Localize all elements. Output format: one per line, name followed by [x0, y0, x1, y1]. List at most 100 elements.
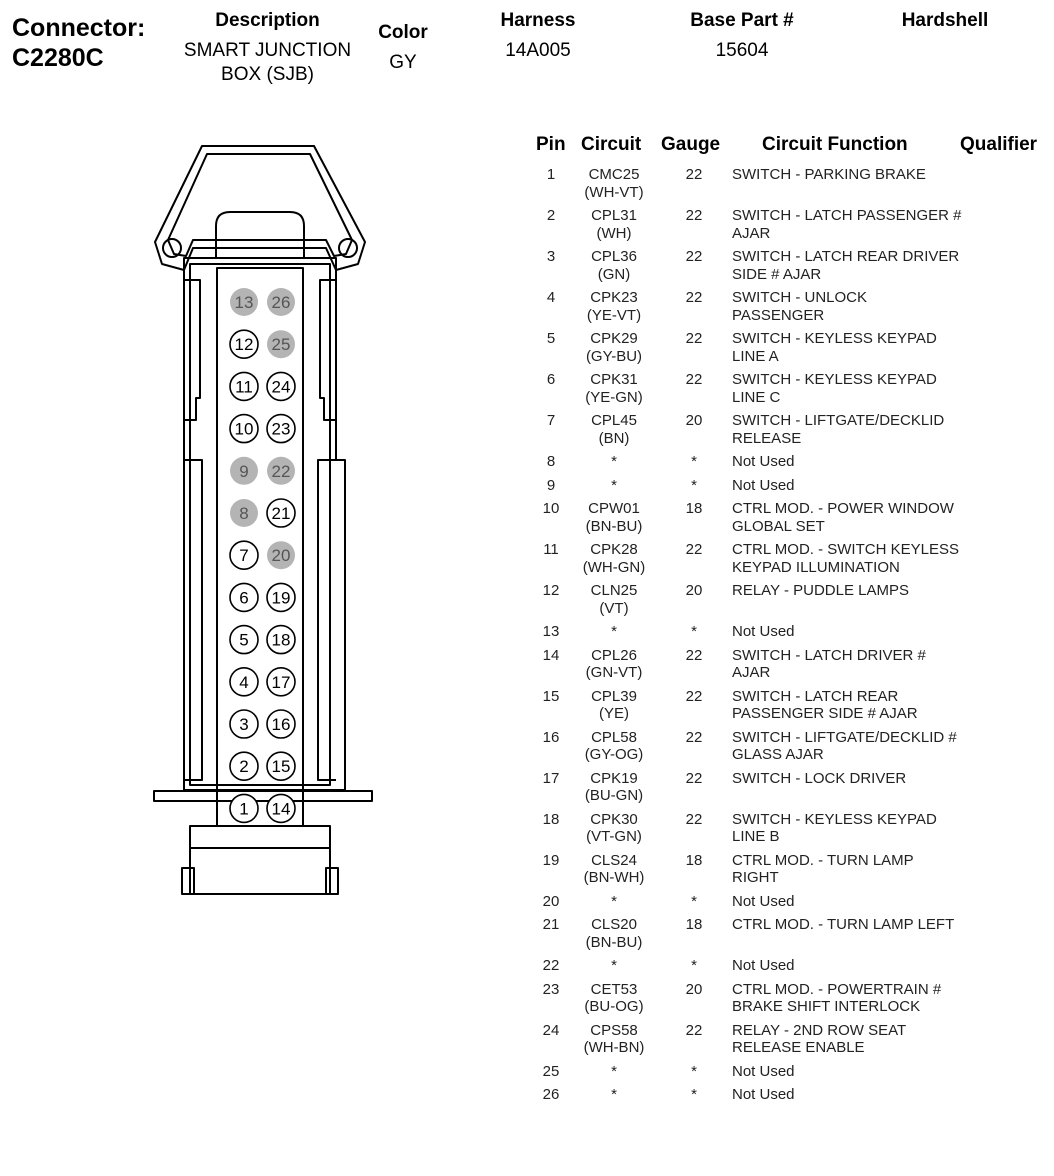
circuit-cell: *	[611, 453, 617, 470]
header-circuit-function: Circuit Function	[762, 134, 908, 155]
color-value: GY	[389, 52, 417, 73]
circuit-cell: *	[611, 1062, 617, 1080]
gauge-cell: 20	[685, 980, 703, 998]
mounting-flange	[153, 790, 373, 802]
pin-3-socket	[229, 709, 259, 739]
pin-cell: 19	[542, 851, 560, 869]
function-cell: CTRL MOD. - POWER WINDOW GLOBAL SET	[732, 500, 954, 535]
circuit-cell: CPL58 (GY-OG)	[584, 728, 644, 764]
circuit-cell: CLS24 (BN-WH)	[583, 851, 645, 887]
pin-17-socket	[266, 666, 296, 697]
pin-cell: 16	[542, 728, 560, 746]
pin-15-label: 15	[272, 757, 291, 776]
gauge-cell: 22	[685, 166, 703, 183]
gauge-cell: *	[691, 957, 697, 974]
pin-22-label: 22	[272, 462, 291, 481]
harness-caption: Harness	[500, 10, 576, 31]
connector-id: C2280C	[12, 44, 104, 72]
pin-cell: 3	[546, 248, 556, 265]
pin-4-socket	[229, 666, 259, 697]
pin-22-socket	[267, 456, 295, 485]
function-cell: CTRL MOD. - SWITCH KEYLESS KEYPAD ILLUMI…	[732, 541, 959, 576]
pin-19-label: 19	[272, 588, 291, 607]
pin-17-label: 17	[272, 673, 291, 692]
gauge-cell: *	[691, 476, 697, 494]
pin-16-socket	[266, 709, 296, 739]
pin-cell: 11	[543, 541, 559, 558]
function-cell: SWITCH - KEYLESS KEYPAD LINE B	[732, 810, 937, 846]
gauge-cell: 22	[685, 207, 703, 224]
circuit-cell: CPL31 (WH)	[591, 207, 637, 242]
function-cell: SWITCH - UNLOCK PASSENGER	[732, 289, 867, 324]
function-cell: Not Used	[732, 1062, 795, 1080]
function-cell: RELAY - 2ND ROW SEAT RELEASE ENABLE	[732, 1021, 906, 1057]
pin-cell: 8	[546, 453, 556, 470]
bottom-lock-bar	[181, 867, 339, 895]
pin-cell: 12	[542, 582, 560, 599]
function-cell: SWITCH - KEYLESS KEYPAD LINE C	[732, 371, 937, 406]
function-cell: SWITCH - LOCK DRIVER	[732, 769, 907, 787]
pin-18-label: 18	[272, 631, 291, 650]
pin-2-label: 2	[239, 757, 248, 776]
gauge-cell: 22	[685, 248, 703, 265]
pin-cell: 20	[542, 892, 560, 910]
function-cell: SWITCH - KEYLESS KEYPAD LINE A	[732, 330, 937, 365]
table-row: 17 CPK19 (BU-GN) 22 SWITCH - LOCK DRIVER	[530, 770, 1050, 805]
circuit-cell: *	[611, 892, 617, 910]
description-caption: Description	[215, 10, 320, 31]
gauge-cell: 22	[685, 371, 703, 388]
circuit-cell: *	[611, 623, 617, 640]
pin-cell: 23	[542, 980, 560, 998]
pin-23-socket	[266, 413, 296, 444]
pin-14-label: 14	[272, 799, 291, 818]
function-cell: Not Used	[732, 623, 795, 640]
header-circuit: Circuit	[581, 134, 642, 155]
gauge-cell: *	[691, 1062, 697, 1080]
pin-9-label: 9	[239, 462, 248, 481]
pin-21-label: 21	[272, 504, 291, 523]
function-cell: SWITCH - LATCH DRIVER # AJAR	[732, 646, 926, 682]
pin-20-label: 20	[272, 546, 291, 565]
pin-9-socket	[230, 456, 258, 485]
pin-12-socket	[229, 329, 259, 359]
table-row: 26**Not Used	[530, 1086, 1050, 1104]
pin-7-label: 7	[239, 546, 248, 565]
circuit-cell: *	[611, 476, 617, 494]
pin-cell: 15	[542, 687, 560, 705]
gauge-cell: *	[691, 1086, 697, 1103]
header-qualifier: Qualifier	[960, 134, 1038, 155]
pin-cell: 13	[542, 623, 560, 640]
gauge-cell: 22	[685, 769, 703, 787]
function-cell: CTRL MOD. - POWERTRAIN # BRAKE SHIFT INT…	[732, 980, 942, 1016]
gauge-cell: 20	[685, 582, 703, 599]
pin-15-socket	[266, 751, 296, 782]
pin-2-socket	[229, 751, 259, 782]
gauge-cell: 18	[685, 851, 703, 869]
circuit-cell: CET53 (BU-OG)	[584, 980, 644, 1016]
left-side-channel	[184, 459, 203, 781]
circuit-cell: CPK19 (BU-GN)	[584, 769, 644, 805]
pin-10-label: 10	[235, 420, 254, 439]
gauge-cell: 22	[685, 646, 703, 664]
table-row: 8**Not Used	[530, 453, 1050, 471]
gauge-cell: 22	[685, 687, 703, 705]
function-cell: SWITCH - LATCH REAR PASSENGER SIDE # AJA…	[732, 687, 918, 723]
circuit-cell: CPW01 (BN-BU)	[585, 500, 643, 535]
pin-21-socket	[266, 498, 296, 528]
pin-1-label: 1	[239, 799, 248, 818]
circuit-cell: CLS20 (BN-BU)	[585, 916, 643, 951]
function-cell: SWITCH - LATCH PASSENGER # AJAR	[732, 207, 962, 242]
function-cell: Not Used	[732, 892, 795, 910]
pin-7-socket	[229, 540, 259, 571]
gauge-cell: 22	[685, 728, 703, 746]
pin-3-label: 3	[239, 715, 248, 734]
pin-cell: 17	[542, 769, 560, 787]
function-cell: Not Used	[732, 476, 795, 494]
